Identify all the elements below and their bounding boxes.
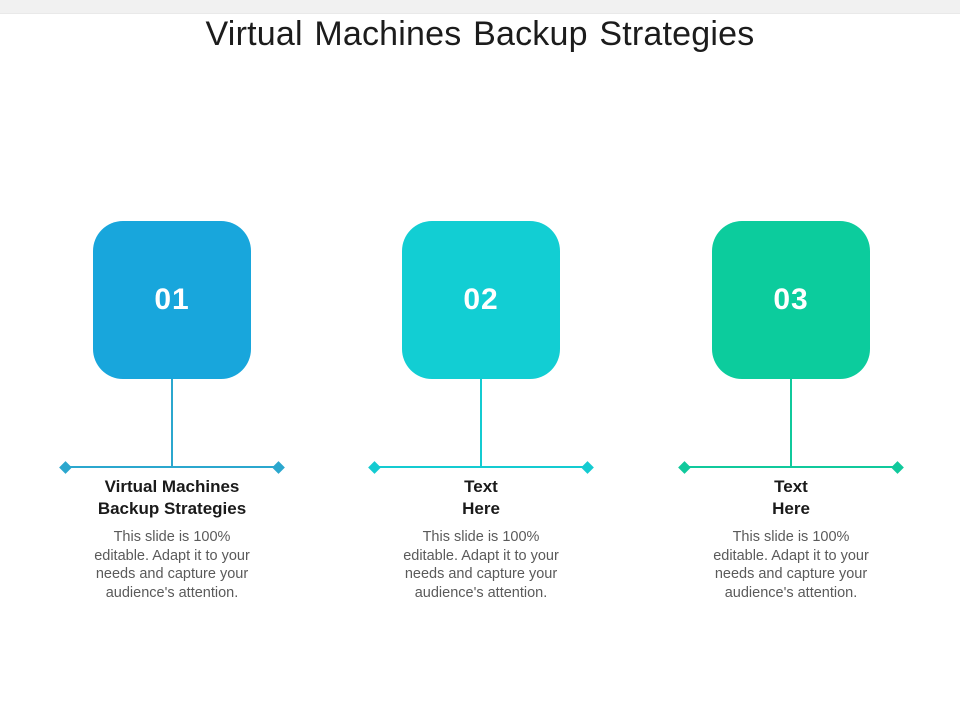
horizontal-connector-line-2 — [368, 460, 594, 474]
vertical-connector-line-2 — [480, 379, 482, 467]
step-number-1: 01 — [154, 283, 190, 316]
slide-top-edge — [0, 0, 960, 14]
step-number-2: 02 — [463, 283, 499, 316]
item-heading-3: Text Here — [772, 477, 810, 518]
horizontal-connector-line-3 — [678, 460, 904, 474]
item-body-2: This slide is 100% editable. Adapt it to… — [403, 529, 559, 601]
numbered-square-2: 02 — [402, 221, 560, 379]
strategy-item-1: 01 Virtual Machines Backup Strategies Th… — [52, 221, 292, 631]
strategy-item-2: 02 Text Here This slide is 100% editable… — [361, 221, 601, 631]
horizontal-connector-line-1 — [59, 460, 285, 474]
numbered-square-1: 01 — [93, 221, 251, 379]
diamond-endpoint-icon — [59, 460, 72, 474]
diamond-endpoint-icon — [272, 460, 285, 474]
item-body-1: This slide is 100% editable. Adapt it to… — [94, 529, 250, 601]
vertical-connector-line-3 — [790, 379, 792, 467]
item-body-3: This slide is 100% editable. Adapt it to… — [713, 529, 869, 601]
step-number-3: 03 — [773, 283, 809, 316]
numbered-square-3: 03 — [712, 221, 870, 379]
strategy-item-3: 03 Text Here This slide is 100% editable… — [671, 221, 911, 631]
diamond-endpoint-icon — [368, 460, 381, 474]
diamond-endpoint-icon — [678, 460, 691, 474]
slide-title: Virtual Machines Backup Strategies — [205, 15, 755, 53]
item-heading-1: Virtual Machines Backup Strategies — [97, 477, 247, 518]
item-heading-2: Text Here — [462, 477, 500, 518]
diamond-endpoint-icon — [581, 460, 594, 474]
vertical-connector-line-1 — [171, 379, 173, 467]
diamond-endpoint-icon — [891, 460, 904, 474]
